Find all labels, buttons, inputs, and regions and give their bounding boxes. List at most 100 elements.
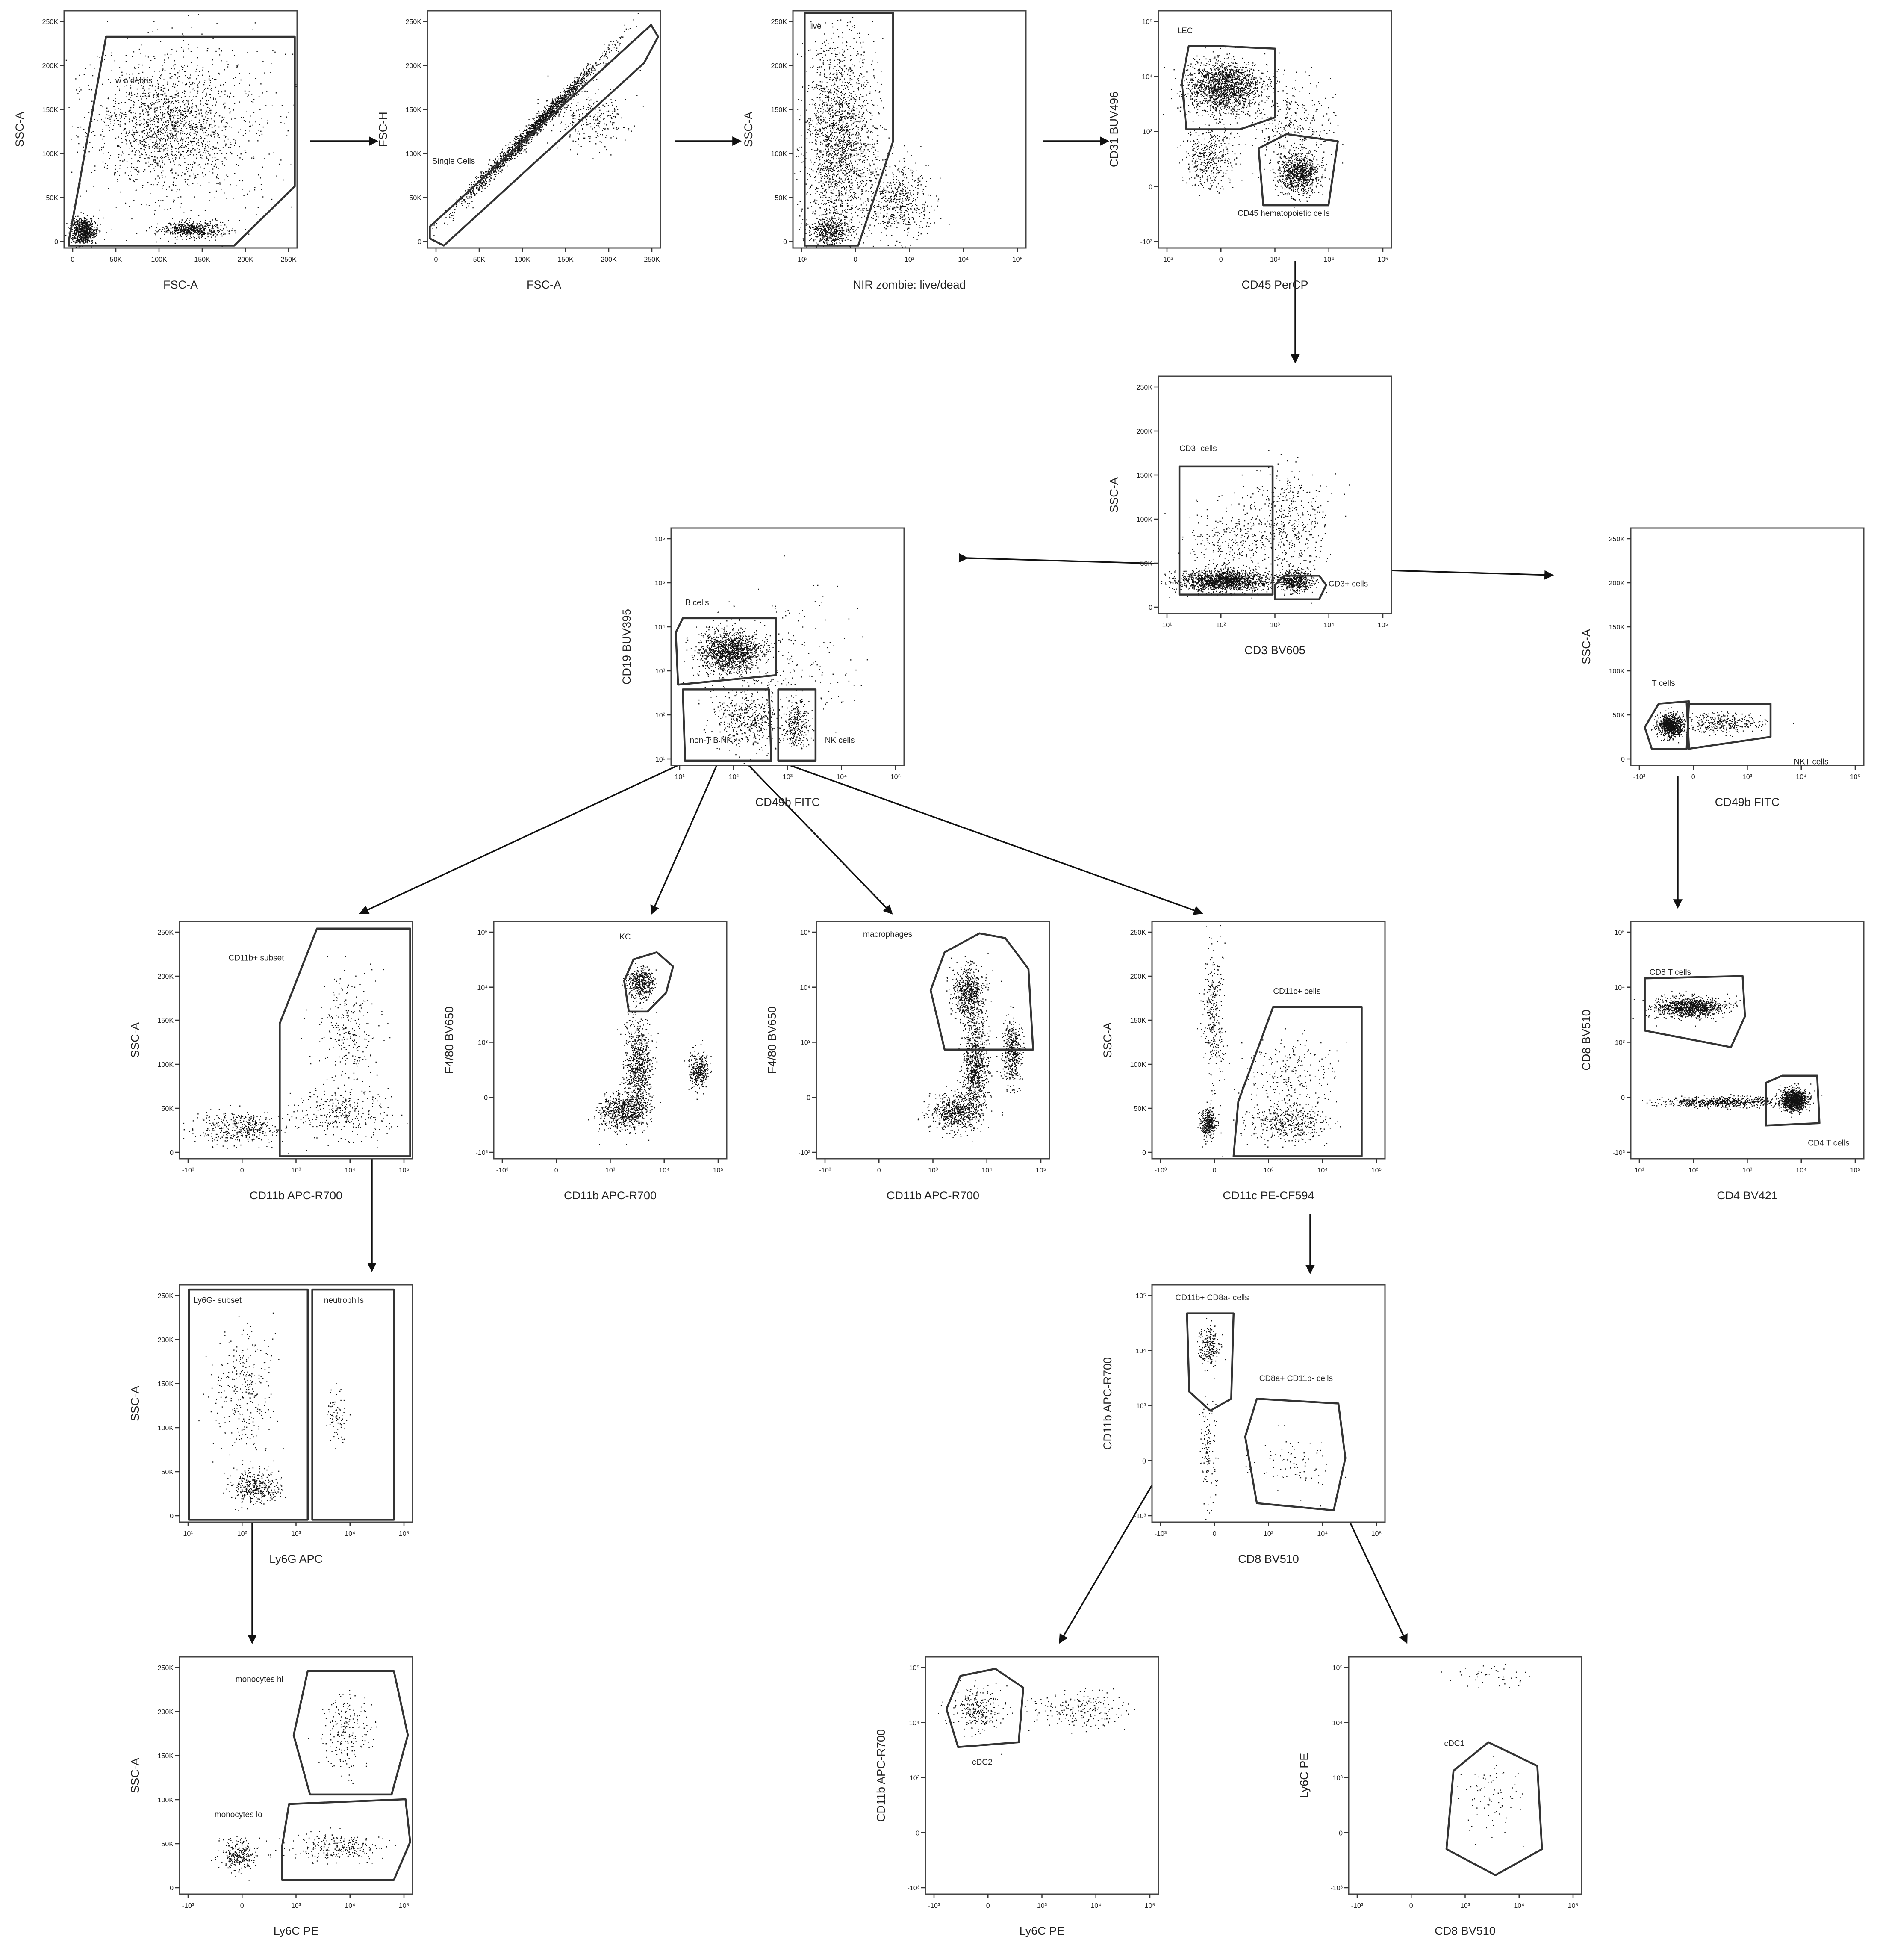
x-axis-label: FSC-A [527,278,561,291]
x-tick-label: 10³ [1460,1902,1470,1910]
x-tick-label: 10⁵ [713,1167,723,1174]
x-tick-label: -10³ [1351,1902,1364,1910]
y-tick-label: 100K [42,151,59,158]
y-axis-label: SSC-A [129,1758,141,1793]
plot-frame [179,1656,413,1895]
x-tick-label: 0 [854,256,857,263]
y-tick-label: 150K [406,106,422,114]
y-tick-label: 50K [1140,560,1153,567]
y-tick-label: 150K [158,1753,174,1760]
x-tick-label: 10² [237,1530,248,1538]
y-tick-label: 10³ [910,1775,920,1782]
x-tick-label: 100K [151,256,167,263]
x-tick-label: 10³ [1270,256,1280,263]
x-axis-label: CD3 BV605 [1244,644,1305,657]
y-tick-label: -10³ [799,1149,811,1157]
scatter-dots [65,14,297,248]
gate-label: Single Cells [432,157,475,166]
y-tick-label: 10³ [1143,129,1153,136]
x-tick-label: 10³ [1264,1530,1274,1538]
gate-label: CD8 T cells [1650,968,1691,977]
y-tick-label: -10³ [1613,1149,1625,1157]
gate-label: LEC [1177,27,1193,35]
y-tick-label: 200K [158,1337,174,1344]
x-tick-label: 0 [1409,1902,1413,1910]
gate-label: monocytes hi [236,1675,283,1684]
x-tick-label: 10⁴ [1317,1530,1328,1538]
y-tick-label: 50K [410,195,422,202]
gate-polygon [311,1288,395,1521]
x-tick-label: -10³ [182,1167,194,1174]
x-tick-label: -10³ [796,256,808,263]
gate-polygon [188,1288,309,1521]
x-tick-label: 10⁵ [399,1530,409,1538]
gate-label: CD8a+ CD11b- cells [1259,1374,1333,1383]
plot-frame [179,921,413,1160]
gate-polygon [279,927,411,1157]
y-axis-label: SSC-A [129,1022,141,1058]
y-tick-label: 10⁵ [655,580,665,587]
gate-label: B cells [685,599,709,608]
x-tick-label: 10⁴ [1317,1167,1328,1174]
gate-label: CD3+ cells [1329,579,1368,588]
gating-arrow [726,742,1203,915]
y-tick-label: 10⁶ [655,536,665,543]
scatter-dots [198,1300,351,1511]
x-tick-label: -10³ [1155,1167,1167,1174]
x-tick-label: 10⁴ [836,773,847,781]
plot-frame [1630,921,1865,1160]
y-tick-label: 50K [162,1469,174,1476]
gate-label: live [809,22,822,31]
y-tick-label: 0 [1339,1830,1343,1837]
x-tick-label: 50K [110,256,122,263]
x-tick-label: 10⁵ [1850,1167,1860,1174]
x-tick-label: 10⁴ [345,1167,355,1174]
y-tick-label: 0 [170,1149,174,1157]
y-tick-label: 10⁴ [1135,1348,1146,1355]
x-tick-label: 10⁵ [890,773,901,781]
y-tick-label: 250K [771,18,787,26]
x-tick-label: 10³ [1742,1167,1753,1174]
y-tick-label: 250K [1130,929,1146,936]
y-tick-label: 100K [1137,516,1153,523]
y-tick-label: 100K [158,1797,174,1804]
gate-label: NK cells [825,736,855,745]
y-axis-label: SSC-A [129,1386,141,1421]
x-tick-label: 200K [601,256,617,263]
gate-label: neutrophils [324,1296,364,1305]
x-tick-label: 100K [514,256,530,263]
y-tick-label: 10⁴ [1614,984,1625,992]
gate-polygon [1685,703,1772,750]
x-tick-label: 10⁴ [345,1530,355,1538]
x-tick-label: 150K [557,256,574,263]
scatter-dots [1632,991,1823,1118]
gate-label: CD11b+ subset [228,954,284,963]
x-axis-label: CD8 BV510 [1435,1925,1496,1937]
y-tick-label: 10⁴ [654,624,665,631]
plot-frame [816,921,1050,1160]
gate-polygon [675,617,777,686]
y-axis-label: SSC-A [1101,1022,1114,1058]
x-tick-label: 0 [554,1167,558,1174]
y-tick-label: 0 [807,1094,810,1101]
x-axis-label: CD11b APC-R700 [564,1189,657,1202]
y-axis-label: SSC-A [742,112,755,147]
y-tick-label: 10⁵ [1142,18,1152,26]
x-tick-label: 10⁴ [1796,1167,1806,1174]
scatter-dots [938,1680,1135,1755]
plot-frame [1151,921,1386,1160]
plot-frame [1348,1656,1582,1895]
x-tick-label: -10³ [928,1902,940,1910]
x-tick-label: 250K [644,256,660,263]
y-tick-label: 0 [418,239,421,246]
x-tick-label: 10⁵ [1378,256,1388,263]
scatter-dots [1441,1664,1530,1847]
x-tick-label: 0 [877,1167,881,1174]
y-tick-label: 0 [1621,1094,1625,1101]
